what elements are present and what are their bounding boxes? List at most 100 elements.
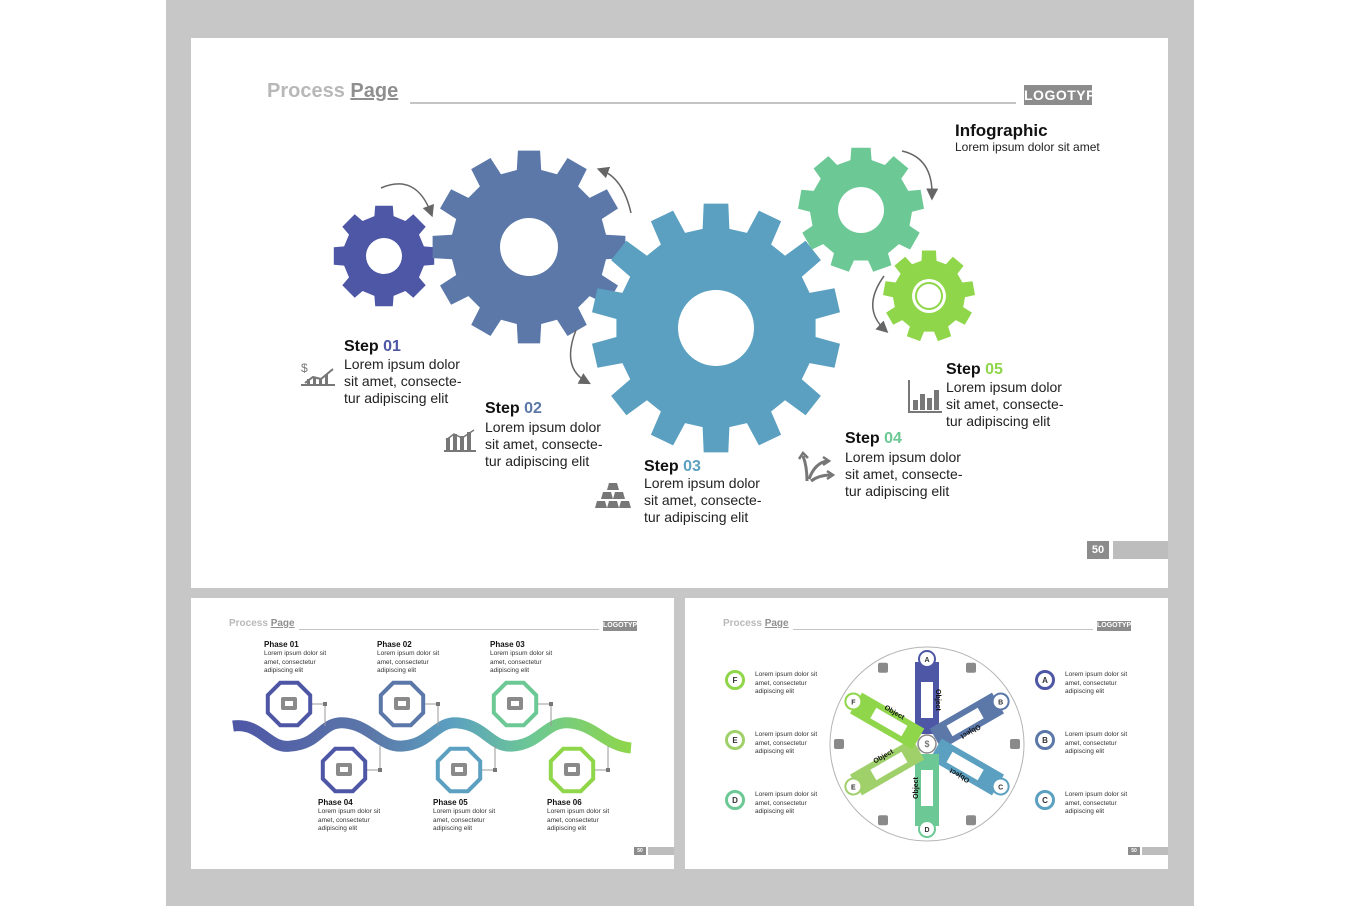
radial-page-title: Process Page bbox=[723, 618, 789, 629]
step-04-number: 04 bbox=[884, 430, 902, 447]
object-petal-a: Object A bbox=[915, 650, 941, 734]
object-label-d: Object bbox=[913, 776, 920, 798]
rotation-arrow-1 bbox=[380, 183, 434, 218]
step-01-text: Lorem ipsum dolor sit amet, consecte-tur… bbox=[344, 356, 462, 406]
phase-1-label: Phase 01 bbox=[264, 640, 299, 649]
legend-text-d: Lorem ipsum dolor sit amet, consectetur … bbox=[755, 791, 818, 815]
petal-letter-a: A bbox=[924, 657, 929, 664]
center-coin-icon bbox=[917, 734, 937, 754]
legend-badge-f: F bbox=[725, 670, 745, 690]
step-02-heading: Step 02 bbox=[485, 400, 542, 417]
petal-letter-f: F bbox=[851, 700, 856, 707]
center-dollar-icon: $ bbox=[924, 739, 929, 749]
gears-diagram: $ bbox=[301, 147, 975, 508]
step-03-heading: Step 03 bbox=[644, 458, 701, 475]
legend-badge-c: C bbox=[1035, 790, 1055, 810]
step-04-heading: Step 04 bbox=[845, 430, 902, 447]
step-01-heading: Step 01 bbox=[344, 338, 401, 355]
legend-badge-e: E bbox=[725, 730, 745, 750]
phase-3-text: Lorem ipsum dolor sit amet, consectetur … bbox=[490, 650, 553, 674]
ring-icon-3 bbox=[966, 815, 976, 826]
gear-3 bbox=[592, 203, 840, 453]
phase-marker-6 bbox=[548, 746, 610, 794]
page-number-bar bbox=[1113, 541, 1168, 559]
infographic-subtitle: Lorem ipsum dolor sit amet bbox=[955, 140, 1100, 154]
legend-badge-a: A bbox=[1035, 670, 1055, 690]
phase-marker-3 bbox=[491, 680, 553, 728]
step-01-number: 01 bbox=[383, 338, 401, 355]
ring-icon-4 bbox=[878, 815, 888, 826]
legend-badge-b: B bbox=[1035, 730, 1055, 750]
step-05-number: 05 bbox=[985, 361, 1003, 378]
legend-text-a: Lorem ipsum dolor sit amet, consectetur … bbox=[1065, 671, 1128, 695]
timeline-page-title: Process Page bbox=[229, 618, 295, 629]
petal-letter-b: B bbox=[998, 700, 1003, 707]
phase-4-text: Lorem ipsum dolor sit amet, consectetur … bbox=[318, 808, 381, 832]
timeline-page-bar bbox=[648, 847, 674, 855]
step-05-heading: Step 05 bbox=[946, 361, 1003, 378]
phase-marker-4 bbox=[320, 746, 382, 794]
legend-text-e: Lorem ipsum dolor sit amet, consectetur … bbox=[755, 731, 818, 755]
phase-marker-1 bbox=[265, 680, 327, 728]
legend-badge-d: D bbox=[725, 790, 745, 810]
phase-6-text: Lorem ipsum dolor sit amet, consectetur … bbox=[547, 808, 610, 832]
step-02-number: 02 bbox=[524, 400, 542, 417]
timeline-wave bbox=[232, 680, 632, 794]
rotation-arrow-2 bbox=[596, 166, 632, 214]
ring-icon-5 bbox=[834, 739, 844, 749]
step-03-number: 03 bbox=[683, 458, 701, 475]
logotype-badge: LOGOTYPE bbox=[1024, 85, 1106, 105]
ring-icon-6 bbox=[878, 662, 888, 673]
gear-4 bbox=[798, 147, 924, 272]
petal-letter-c: C bbox=[998, 785, 1003, 792]
petal-letter-e: E bbox=[851, 785, 856, 792]
object-label-a: Object bbox=[934, 689, 941, 711]
rotation-arrow-4 bbox=[901, 150, 939, 201]
radial-logotype: LOGOTYPE bbox=[1097, 621, 1136, 631]
bar-graph-icon bbox=[444, 429, 476, 452]
petal-letter-d: D bbox=[924, 827, 929, 834]
step-04-text: Lorem ipsum dolor sit amet, consecte-tur… bbox=[845, 449, 963, 499]
ring-icon-1 bbox=[966, 662, 976, 673]
growth-chart-icon: $ bbox=[301, 361, 335, 386]
radial-page-bar bbox=[1142, 847, 1168, 855]
outer-ring bbox=[829, 646, 1025, 842]
radial-title-rule bbox=[793, 629, 1093, 630]
legend-text-c: Lorem ipsum dolor sit amet, consectetur … bbox=[1065, 791, 1128, 815]
legend-text-b: Lorem ipsum dolor sit amet, consectetur … bbox=[1065, 731, 1128, 755]
rotation-arrow-5 bbox=[872, 275, 889, 334]
phase-marker-5 bbox=[435, 746, 497, 794]
wave-ribbon bbox=[232, 717, 632, 754]
timeline-logotype: LOGOTYPE bbox=[603, 621, 642, 631]
gear-2 bbox=[432, 150, 626, 344]
phase-1-text: Lorem ipsum dolor sit amet, consectetur … bbox=[264, 650, 327, 674]
rotation-arrow-3 bbox=[569, 329, 591, 385]
legend-text-f: Lorem ipsum dolor sit amet, consectetur … bbox=[755, 671, 818, 695]
object-petal-e: Object E bbox=[844, 738, 925, 796]
column-chart-icon bbox=[908, 380, 942, 413]
radial-page-number: 50 bbox=[1128, 847, 1140, 855]
step-02-text: Lorem ipsum dolor sit amet, consecte-tur… bbox=[485, 419, 603, 469]
phase-marker-2 bbox=[378, 680, 440, 728]
radial-diagram: ObjectAObjectBObjectCObjectDObjectEObjec… bbox=[829, 646, 1025, 842]
split-arrows-icon bbox=[797, 451, 836, 483]
step-03-text: Lorem ipsum dolor sit amet, consecte-tur… bbox=[644, 475, 762, 525]
gear-1 bbox=[333, 205, 435, 307]
page-number: 50 bbox=[1087, 541, 1109, 559]
infographic-title: Infographic bbox=[955, 121, 1048, 140]
phase-3-label: Phase 03 bbox=[490, 640, 525, 649]
gear-5 bbox=[883, 250, 975, 342]
phase-6-label: Phase 06 bbox=[547, 798, 582, 807]
phase-5-text: Lorem ipsum dolor sit amet, consectetur … bbox=[433, 808, 496, 832]
ring-icon-2 bbox=[1010, 739, 1020, 749]
phase-4-label: Phase 04 bbox=[318, 798, 353, 807]
main-slide: Process Page LOGOTYPE Infographic Lorem … bbox=[191, 38, 1168, 588]
timeline-page-number: 50 bbox=[634, 847, 646, 855]
phase-2-label: Phase 02 bbox=[377, 640, 412, 649]
svg-text:$: $ bbox=[301, 361, 308, 375]
step-05-text: Lorem ipsum dolor sit amet, consecte-tur… bbox=[946, 379, 1064, 429]
